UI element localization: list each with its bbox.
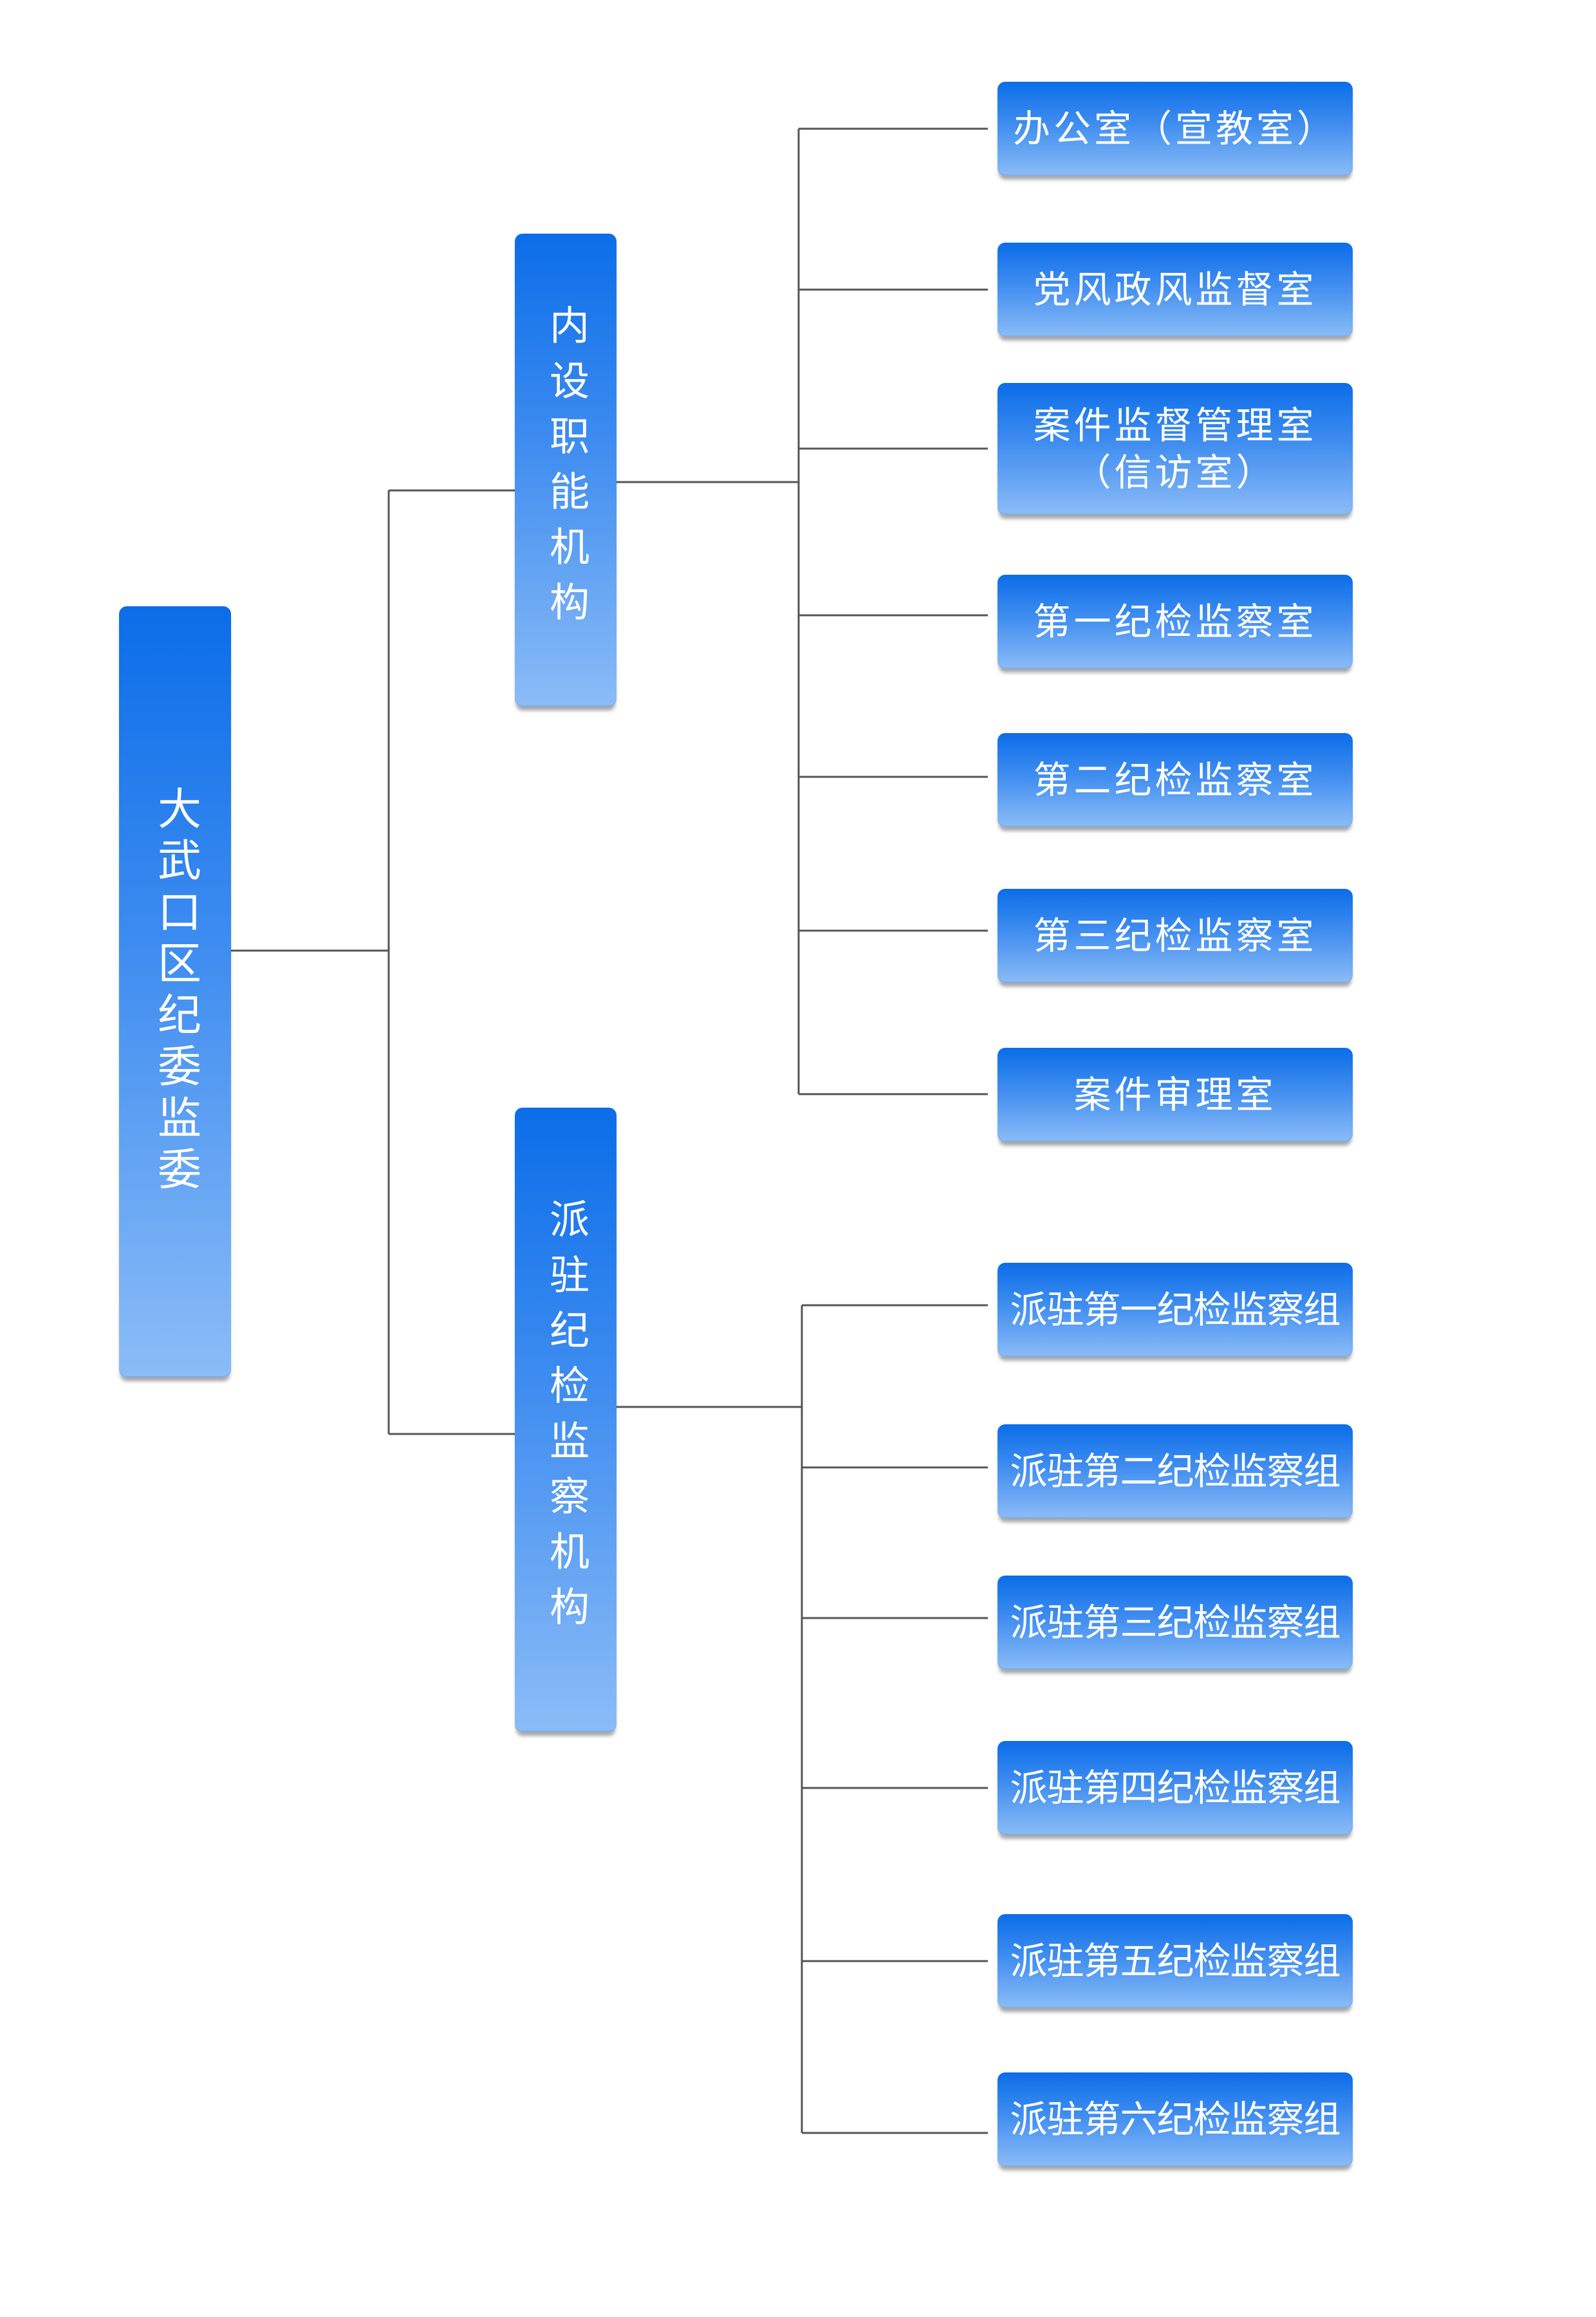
branch-internal-departments: 内设职能机构 [515, 234, 617, 707]
leaf-label: 办公室（宣教室） [1012, 106, 1337, 151]
leaf-office: 办公室（宣教室） [998, 82, 1353, 176]
leaf-stationed-group-4: 派驻第四纪检监察组 [998, 1741, 1353, 1835]
leaf-label: 派驻第五纪检监察组 [1010, 1939, 1341, 1983]
leaf-label: 第二纪检监察室 [1033, 758, 1317, 802]
leaf-label: 案件审理室 [1073, 1072, 1277, 1117]
leaf-case-supervision: 案件监督管理室 （信访室） [998, 383, 1353, 515]
leaf-stationed-group-6: 派驻第六纪检监察组 [998, 2072, 1353, 2166]
leaf-label: 第一纪检监察室 [1033, 599, 1317, 644]
leaf-label: 派驻第六纪检监察组 [1010, 2097, 1341, 2141]
root-node: 大武口区纪委监委 [119, 606, 231, 1377]
leaf-label: 案件监督管理室 （信访室） [1033, 404, 1317, 494]
leaf-second-inspection-office: 第二纪检监察室 [998, 733, 1353, 827]
branch-label: 派驻纪检监察机构 [543, 1198, 589, 1641]
branch-label: 内设职能机构 [543, 304, 589, 637]
leaf-stationed-group-2: 派驻第二纪检监察组 [998, 1424, 1353, 1518]
leaf-stationed-group-3: 派驻第三纪检监察组 [998, 1576, 1353, 1670]
root-label: 大武口区纪委监委 [149, 786, 201, 1198]
leaf-label: 派驻第四纪检监察组 [1010, 1765, 1341, 1810]
leaf-stationed-group-1: 派驻第一纪检监察组 [998, 1263, 1353, 1357]
branch-stationed-inspection: 派驻纪检监察机构 [515, 1108, 617, 1732]
leaf-first-inspection-office: 第一纪检监察室 [998, 575, 1353, 669]
leaf-stationed-group-5: 派驻第五纪检监察组 [998, 1914, 1353, 2008]
leaf-label: 派驻第二纪检监察组 [1010, 1449, 1341, 1493]
leaf-label: 派驻第三纪检监察组 [1010, 1600, 1341, 1644]
leaf-label: 党风政风监督室 [1033, 267, 1317, 312]
leaf-case-review-office: 案件审理室 [998, 1048, 1353, 1142]
leaf-third-inspection-office: 第三纪检监察室 [998, 889, 1353, 983]
leaf-party-style-supervision: 党风政风监督室 [998, 243, 1353, 337]
leaf-label: 派驻第一纪检监察组 [1010, 1287, 1341, 1332]
leaf-label: 第三纪检监察室 [1033, 913, 1317, 958]
